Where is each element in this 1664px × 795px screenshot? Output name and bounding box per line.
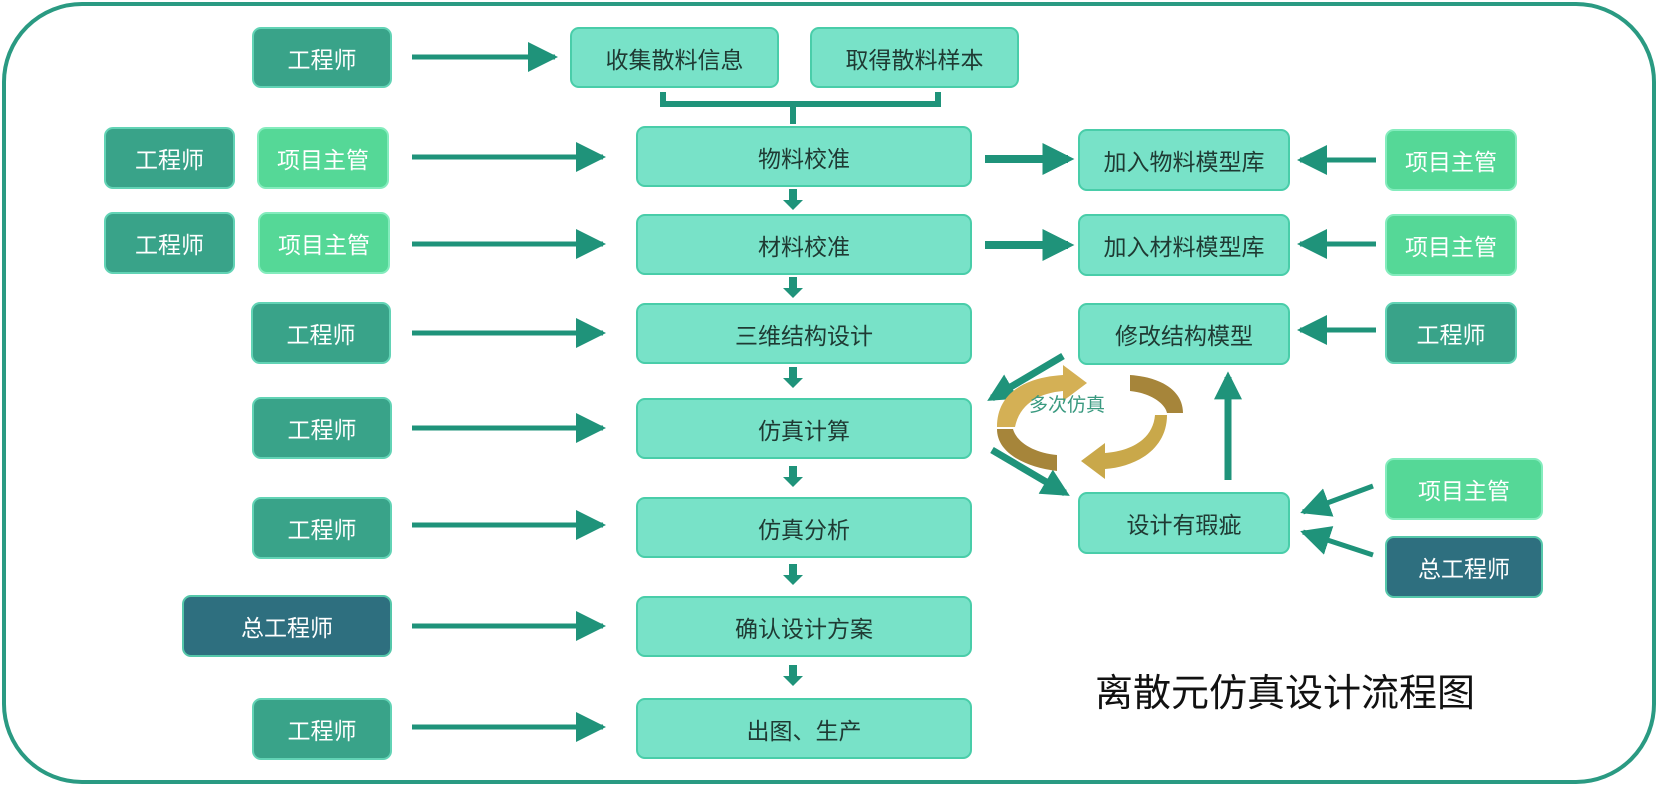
bracket-top <box>660 92 941 107</box>
step-confirm-design: 确认设计方案 <box>636 596 972 657</box>
row1-manager-node: 项目主管 <box>257 127 389 189</box>
row7-engineer-node: 工程师 <box>252 698 392 760</box>
diagram-title: 离散元仿真设计流程图 <box>1095 671 1476 715</box>
row4-engineer-node: 工程师 <box>252 397 392 459</box>
row2-engineer-node: 工程师 <box>104 212 235 274</box>
row1-engineer-node: 工程师 <box>104 127 235 189</box>
row5-engineer-node: 工程师 <box>252 497 392 559</box>
arrow-modify-to-sim <box>987 352 1065 402</box>
step-arrow-4 <box>783 466 803 487</box>
get-sample-node: 取得散料样本 <box>810 27 1019 88</box>
modify-model-engineer-node: 工程师 <box>1385 302 1517 364</box>
step-arrow-6 <box>783 665 803 686</box>
modify-model-node: 修改结构模型 <box>1078 303 1290 365</box>
arrow-pm-to-defect <box>1300 483 1374 517</box>
step-arrow-3 <box>783 367 803 388</box>
defect-manager-node: 项目主管 <box>1385 458 1543 520</box>
arrow-chief-to-defect <box>1300 526 1374 558</box>
stuff-library-manager-node: 项目主管 <box>1385 214 1517 276</box>
design-defect-node: 设计有瑕疵 <box>1078 492 1290 554</box>
step-arrow-2 <box>783 277 803 298</box>
collect-info-node: 收集散料信息 <box>570 27 779 88</box>
stuff-library-node: 加入材料模型库 <box>1078 214 1290 276</box>
step-drawing-production: 出图、生产 <box>636 698 972 759</box>
material-library-manager-node: 项目主管 <box>1385 129 1517 191</box>
arrow-sim-to-defect <box>990 446 1070 497</box>
row2-manager-node: 项目主管 <box>258 212 390 274</box>
defect-chief-engineer-node: 总工程师 <box>1385 536 1543 598</box>
top-engineer-node: 工程师 <box>252 27 392 88</box>
step-arrow-1 <box>783 189 803 210</box>
repeat-cycle-icon <box>997 365 1183 479</box>
material-library-node: 加入物料模型库 <box>1078 129 1290 191</box>
cycle-label: 多次仿真 <box>1028 394 1105 416</box>
outer-frame <box>2 2 1656 784</box>
row6-chief-engineer-node: 总工程师 <box>182 595 392 657</box>
row3-engineer-node: 工程师 <box>251 302 391 364</box>
step-material-calibration: 物料校准 <box>636 126 972 187</box>
step-arrow-5 <box>783 564 803 585</box>
step-simulation-compute: 仿真计算 <box>636 398 972 459</box>
step-simulation-analysis: 仿真分析 <box>636 497 972 558</box>
step-3d-design: 三维结构设计 <box>636 303 972 364</box>
step-stuff-calibration: 材料校准 <box>636 214 972 275</box>
